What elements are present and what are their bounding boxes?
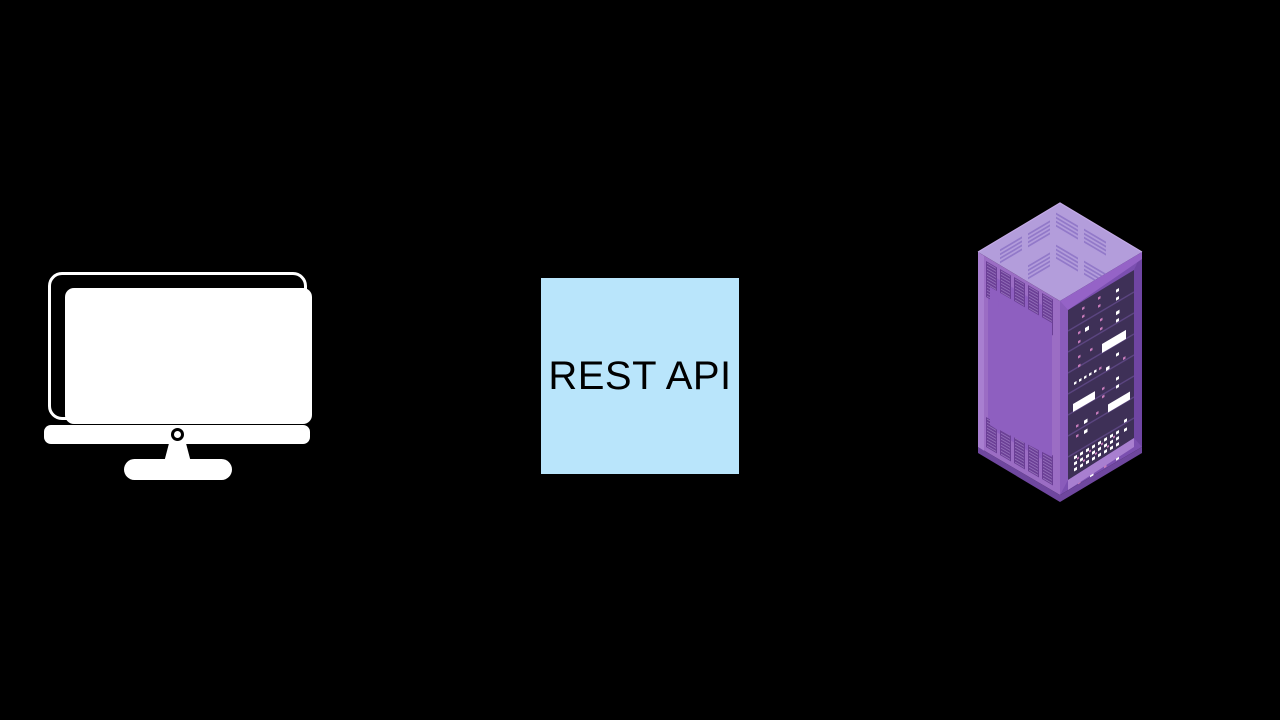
rack-left-face: [978, 252, 1060, 495]
rest-api-node: REST API: [541, 278, 739, 474]
rest-api-label: REST API: [548, 354, 732, 398]
monitor-screen: [65, 288, 312, 424]
monitor-bezel: [48, 272, 312, 424]
monitor-camera-icon: [171, 428, 184, 441]
monitor-stand-base: [124, 459, 232, 480]
desktop-monitor-icon: [40, 265, 320, 490]
server-rack-icon: [960, 195, 1160, 525]
rack-front-face: [1060, 252, 1142, 495]
